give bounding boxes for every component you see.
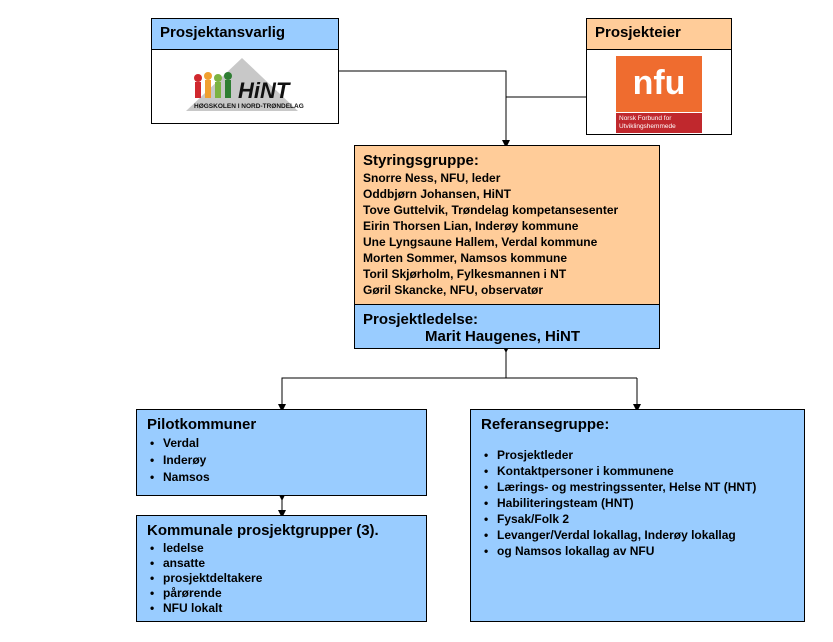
line-branch-left [278, 377, 637, 412]
styringsgruppe-member: Toril Skjørholm, Fylkesmannen i NT [363, 267, 567, 281]
prosjektledelse-title: Prosjektledelse: [363, 311, 479, 328]
referansegruppe-item: Lærings- og mestringssenter, Helse NT (H… [481, 479, 794, 495]
nfu-logo-subtitle: Norsk Forbund for Utviklingshemmede [616, 113, 702, 133]
pilotkommuner-list: VerdalInderøyNamsos [147, 435, 416, 486]
styringsgruppe-member: Oddbjørn Johansen, HiNT [363, 187, 512, 201]
styringsgruppe-member: Morten Sommer, Namsos kommune [363, 251, 568, 265]
nfu-subtitle-line-1: Norsk Forbund for [619, 115, 672, 122]
referansegruppe-item: Kontaktpersoner i kommunene [481, 463, 794, 479]
kommunale-item: NFU lokalt [147, 601, 416, 616]
nfu-logo-box: nfu Norsk Forbund for Utviklingshemmede [586, 49, 732, 135]
kommunale-title: Kommunale prosjektgrupper (3). [147, 522, 379, 539]
kommunale-list: ledelseansatteprosjektdeltakerepårørende… [147, 541, 416, 616]
styringsgruppe-member: Eirin Thorsen Lian, Inderøy kommune [363, 219, 579, 233]
styringsgruppe-member: Tove Guttelvik, Trøndelag kompetansesent… [363, 203, 619, 217]
pilotkommuner-box: Pilotkommuner VerdalInderøyNamsos [136, 409, 427, 496]
hint-logo-subtitle: HØGSKOLEN I NORD-TRØNDELAG [194, 103, 304, 110]
prosjekteier-header: Prosjekteier [586, 18, 732, 50]
styringsgruppe-member: Gøril Skancke, NFU, observatør [363, 283, 544, 297]
referansegruppe-list: ProsjektlederKontaktpersoner i kommunene… [481, 447, 794, 559]
pilotkommuner-title: Pilotkommuner [147, 416, 257, 433]
hint-logo-box: HiNT HØGSKOLEN I NORD-TRØNDELAG [151, 49, 339, 124]
prosjektansvarlig-title: Prosjektansvarlig [160, 24, 286, 41]
referansegruppe-item: Levanger/Verdal lokallag, Inderøy lokall… [481, 527, 794, 543]
pilotkommune-item: Inderøy [147, 452, 416, 469]
referansegruppe-item: Fysak/Folk 2 [481, 511, 794, 527]
prosjekteier-title: Prosjekteier [595, 24, 681, 41]
nfu-subtitle-line-2: Utviklingshemmede [619, 123, 676, 130]
kommunale-item: ansatte [147, 556, 416, 571]
pilotkommune-item: Namsos [147, 469, 416, 486]
prosjektledelse-name: Marit Haugenes, HiNT [425, 328, 581, 345]
hint-logo-text: HiNT [238, 78, 291, 103]
nfu-logo-text: nfu [632, 64, 686, 102]
nfu-logo: nfu [616, 56, 702, 112]
referansegruppe-item: Prosjektleder [481, 447, 794, 463]
pilotkommune-item: Verdal [147, 435, 416, 452]
referansegruppe-item: Habiliteringsteam (HNT) [481, 495, 794, 511]
styringsgruppe-member: Snorre Ness, NFU, leder [363, 171, 501, 185]
styringsgruppe-member: Une Lyngsaune Hallem, Verdal kommune [363, 235, 598, 249]
referansegruppe-item: og Namsos lokallag av NFU [481, 543, 794, 559]
line-hint-to-styring [339, 70, 510, 148]
kommunale-box: Kommunale prosjektgrupper (3). ledelsean… [136, 515, 427, 622]
styringsgruppe-title: Styringsgruppe: [363, 152, 479, 169]
kommunale-item: ledelse [147, 541, 416, 556]
prosjektledelse-box: Prosjektledelse: Marit Haugenes, HiNT [354, 304, 660, 349]
prosjektansvarlig-header: Prosjektansvarlig [151, 18, 339, 50]
hint-logo: HiNT HØGSKOLEN I NORD-TRØNDELAG [186, 58, 304, 111]
referansegruppe-title: Referansegruppe: [481, 416, 610, 433]
referansegruppe-box: Referansegruppe: ProsjektlederKontaktper… [470, 409, 805, 622]
kommunale-item: prosjektdeltakere [147, 571, 416, 586]
kommunale-item: pårørende [147, 586, 416, 601]
